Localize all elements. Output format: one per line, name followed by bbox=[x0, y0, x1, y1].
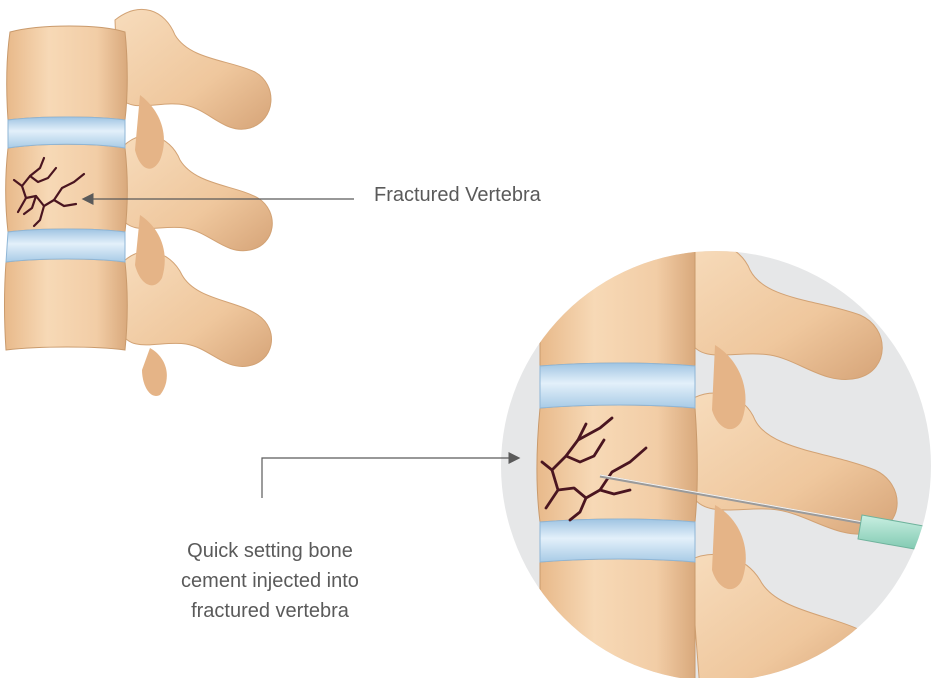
small-spine bbox=[5, 9, 273, 396]
small-spine-processes bbox=[115, 9, 272, 396]
bone-cement-label-line-3: fractured vertebra bbox=[120, 596, 420, 626]
fractured-vertebra-label: Fractured Vertebra bbox=[374, 184, 541, 207]
zoom-spine-bodies bbox=[537, 237, 697, 678]
bone-cement-pointer bbox=[262, 458, 518, 498]
zoom-circle bbox=[501, 237, 935, 678]
bone-cement-label: Quick setting bone cement injected into … bbox=[120, 536, 420, 626]
bone-cement-label-line-1: Quick setting bone bbox=[120, 536, 420, 566]
bone-cement-label-line-2: cement injected into bbox=[120, 566, 420, 596]
